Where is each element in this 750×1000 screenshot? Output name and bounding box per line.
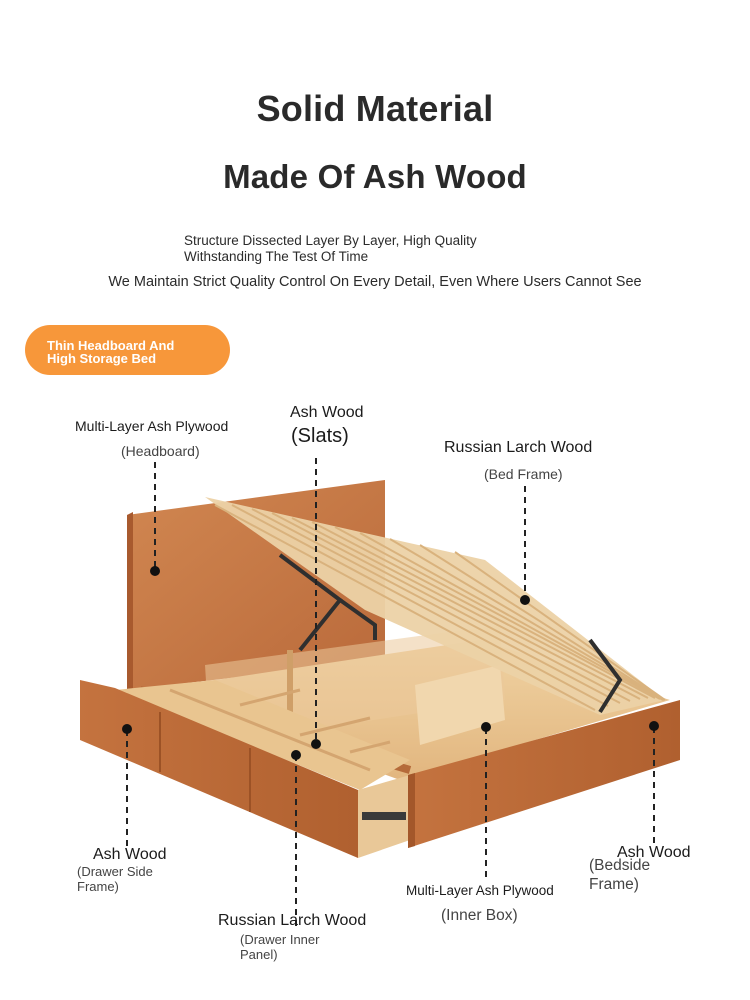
callout-bed-frame-part: (Bed Frame)	[484, 466, 563, 482]
callout-headboard-material: Multi-Layer Ash Plywood	[75, 418, 229, 434]
callout-drawer-side-part-line-1: (Drawer Side	[77, 864, 153, 879]
callout-drawer-inner-material: Russian Larch Wood	[218, 912, 367, 929]
description-line-2: Withstanding The Test Of Time	[184, 249, 369, 264]
callout-slats-part: (Slats)	[291, 425, 349, 447]
badge-line-2: High Storage Bed	[47, 351, 157, 366]
dot-drawer-inner	[291, 750, 301, 760]
callout-bedside-part: (Bedside Frame)	[589, 856, 650, 894]
callout-inner-box-material: Multi-Layer Ash Plywood	[406, 883, 554, 898]
main-title: Solid Material	[256, 88, 494, 129]
callout-drawer-inner-part: (Drawer Inner Panel)	[240, 932, 319, 962]
dot-headboard	[150, 566, 160, 576]
drawer-front	[80, 680, 358, 858]
callout-drawer-side-part: (Drawer Side Frame)	[77, 864, 153, 894]
callout-drawer-inner-part-line-1: (Drawer Inner	[240, 932, 320, 947]
callout-bed-frame-material: Russian Larch Wood	[444, 439, 593, 456]
callout-drawer-inner-part-line-2: Panel)	[240, 947, 278, 962]
callout-slats-material: Ash Wood	[290, 404, 364, 421]
product-badge: Thin Headboard And High Storage Bed	[25, 325, 230, 375]
main-subtitle: Made Of Ash Wood	[223, 158, 527, 195]
callout-drawer-side-material: Ash Wood	[93, 846, 167, 863]
description-line-1: Structure Dissected Layer By Layer, High…	[184, 233, 477, 248]
quality-statement: We Maintain Strict Quality Control On Ev…	[108, 274, 642, 290]
callout-headboard-part: (Headboard)	[121, 443, 200, 459]
dot-bed-frame	[520, 595, 530, 605]
dot-drawer-side	[122, 724, 132, 734]
callout-bedside-part-line-1: (Bedside	[589, 857, 651, 874]
callout-drawer-side-part-line-2: Frame)	[77, 879, 119, 894]
dot-bedside	[649, 721, 659, 731]
callout-inner-box-part: (Inner Box)	[441, 907, 518, 924]
bedside-frame	[408, 700, 680, 848]
description: Structure Dissected Layer By Layer, High…	[184, 233, 524, 265]
badge-line-1: Thin Headboard And	[47, 338, 175, 353]
callout-bedside-part-line-2: Frame)	[589, 876, 639, 893]
dot-slats	[311, 739, 321, 749]
callout-bedside-material: Ash Wood	[617, 844, 691, 861]
dot-inner-box	[481, 722, 491, 732]
